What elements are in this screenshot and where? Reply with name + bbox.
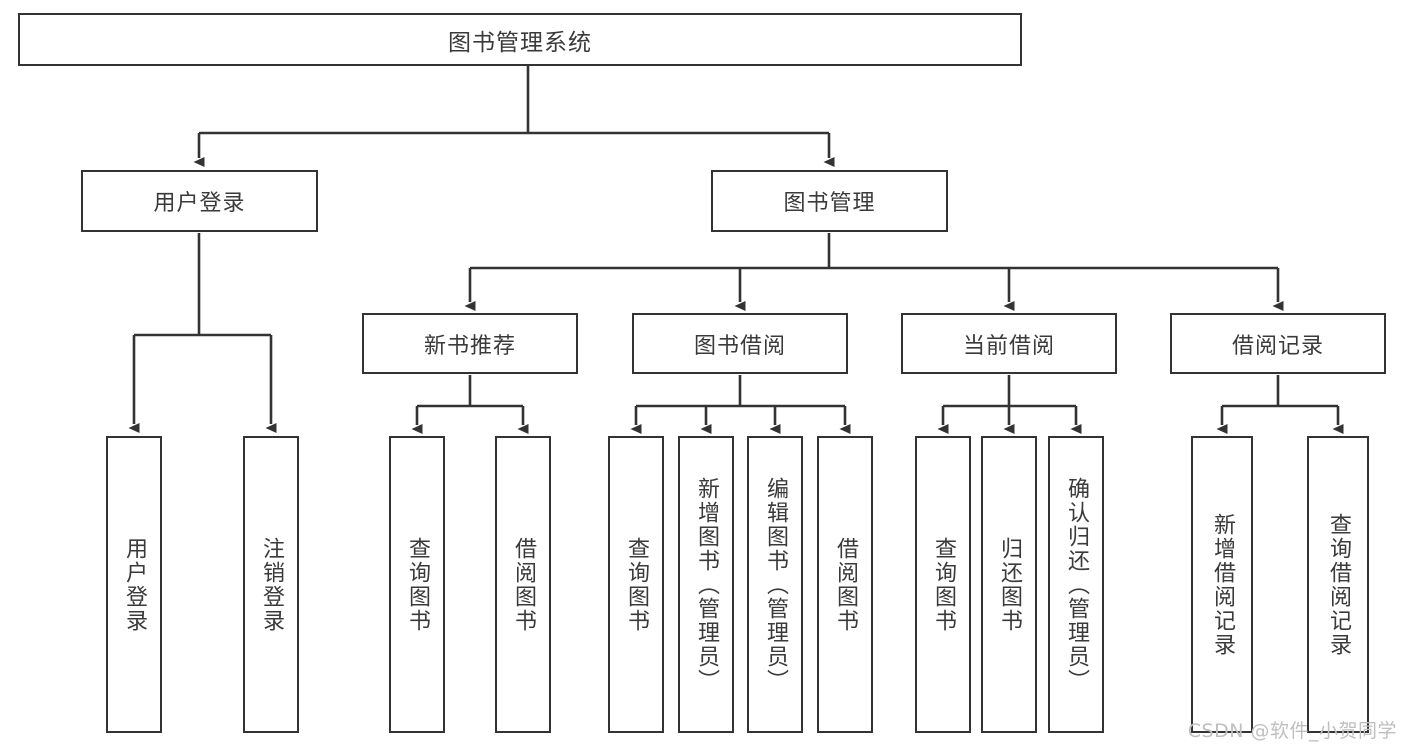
node-label: 确认归还（管理员）: [1063, 476, 1089, 693]
node-label: 新增借阅记录: [1209, 512, 1235, 657]
node-label: 用户登录: [153, 191, 246, 216]
node-label: 新书推荐: [423, 333, 516, 359]
leaf-user-login[interactable]: 用户登录: [106, 436, 162, 733]
node-label: 归还图书: [996, 536, 1022, 633]
leaf-query-book-1[interactable]: 查询图书: [389, 436, 445, 733]
node-label: 查询借阅记录: [1325, 512, 1351, 657]
node-book-borrow[interactable]: 图书借阅: [632, 313, 848, 374]
node-user-login[interactable]: 用户登录: [81, 170, 318, 232]
csdn-watermark: CSDN @软件_小贺同学: [1187, 720, 1397, 742]
leaf-add-record[interactable]: 新增借阅记录: [1191, 436, 1253, 733]
node-label: 当前借阅: [962, 333, 1055, 359]
node-label: 图书管理: [783, 191, 876, 216]
leaf-return-book[interactable]: 归还图书: [981, 436, 1037, 733]
leaf-query-book-2[interactable]: 查询图书: [608, 436, 664, 733]
node-label: 查询图书: [930, 536, 956, 633]
leaf-query-record[interactable]: 查询借阅记录: [1307, 436, 1369, 733]
node-label: 图书借阅: [693, 333, 786, 359]
node-label: 查询图书: [623, 536, 649, 633]
leaf-add-book[interactable]: 新增图书（管理员）: [678, 436, 734, 733]
node-book-management[interactable]: 图书管理: [711, 170, 948, 232]
node-current-borrow[interactable]: 当前借阅: [901, 313, 1117, 374]
node-label: 用户登录: [121, 536, 147, 633]
node-borrow-record[interactable]: 借阅记录: [1170, 313, 1386, 374]
node-label: 图书管理系统: [448, 29, 592, 56]
node-new-book-recommend[interactable]: 新书推荐: [362, 313, 578, 374]
node-label: 借阅记录: [1231, 333, 1324, 359]
leaf-edit-book[interactable]: 编辑图书（管理员）: [747, 436, 803, 733]
node-label: 注销登录: [258, 536, 284, 633]
leaf-query-book-3[interactable]: 查询图书: [915, 436, 971, 733]
leaf-confirm-return[interactable]: 确认归还（管理员）: [1048, 436, 1104, 733]
leaf-borrow-book-2[interactable]: 借阅图书: [817, 436, 873, 733]
node-label: 借阅图书: [510, 536, 536, 633]
node-label: 查询图书: [404, 536, 430, 633]
node-label: 编辑图书（管理员）: [762, 476, 788, 693]
node-label: 借阅图书: [832, 536, 858, 633]
leaf-user-logout[interactable]: 注销登录: [243, 436, 299, 733]
leaf-borrow-book-1[interactable]: 借阅图书: [495, 436, 551, 733]
node-label: 新增图书（管理员）: [693, 476, 719, 693]
node-root[interactable]: 图书管理系统: [18, 13, 1022, 66]
